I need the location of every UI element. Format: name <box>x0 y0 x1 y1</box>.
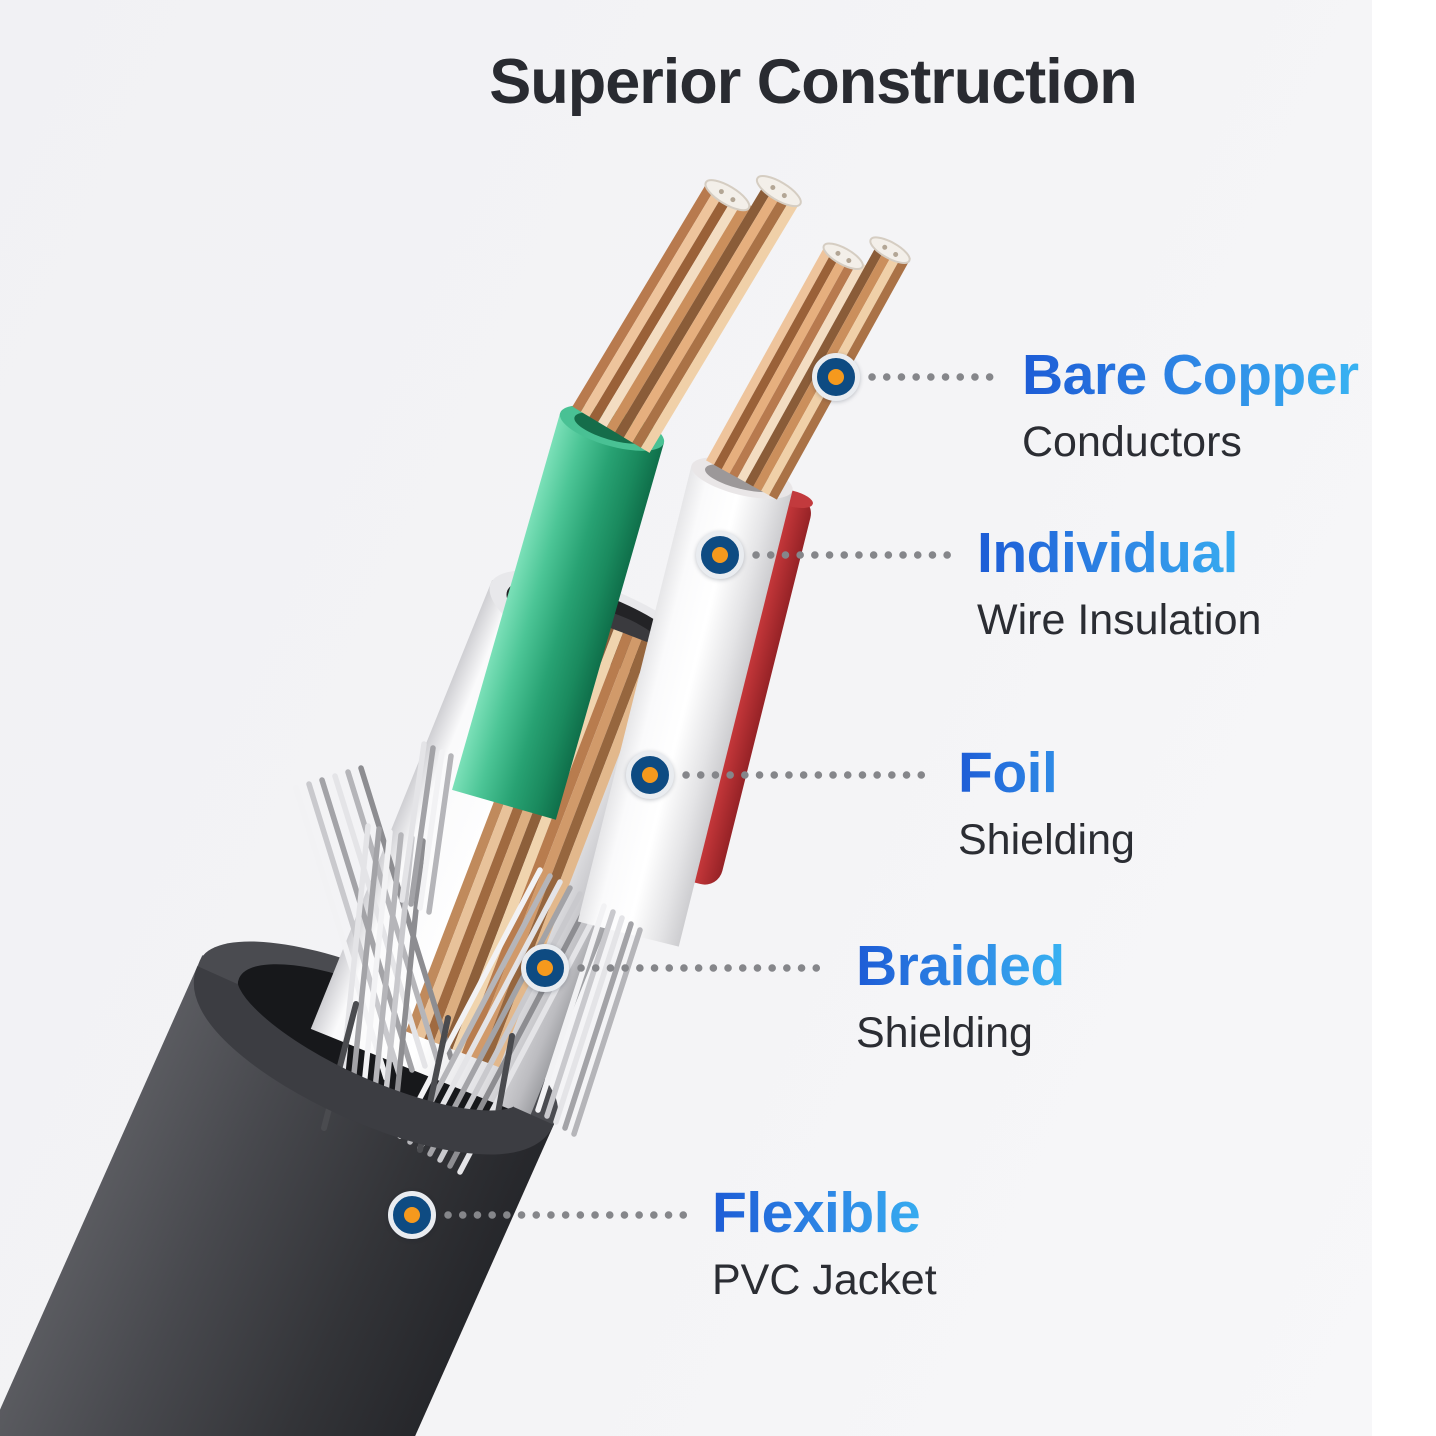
marker-center-dot <box>537 960 553 976</box>
callout-subtitle: Shielding <box>856 1009 1033 1057</box>
callout-subtitle: PVC Jacket <box>712 1256 937 1304</box>
callout-title: Foil <box>958 739 1135 807</box>
marker-center-dot <box>712 547 728 563</box>
marker-center-dot <box>404 1207 420 1223</box>
bare-copper-bundle-left <box>572 175 802 453</box>
dotted-leader-line <box>444 1211 688 1219</box>
dotted-leader-line <box>868 373 998 381</box>
target-dot-icon <box>696 531 744 579</box>
target-dot-icon <box>388 1191 436 1239</box>
target-dot-icon <box>521 944 569 992</box>
braided-shielding-front-strands <box>535 903 643 1137</box>
callout-title: Bare Copper <box>1022 343 1359 407</box>
callout-subtitle: Wire Insulation <box>977 596 1262 644</box>
callout-title: Individual <box>977 519 1261 587</box>
braided-shielding-layer <box>293 741 603 1175</box>
pvc-jacket-front-rim <box>193 966 554 1155</box>
callout-title: Flexible <box>712 1179 937 1247</box>
page-title: Superior Construction <box>489 47 1138 118</box>
dotted-leader-line <box>682 771 934 779</box>
target-dot-icon <box>812 353 860 401</box>
dotted-leader-line <box>577 964 832 972</box>
marker-center-dot <box>828 369 844 385</box>
callout-title: Braided <box>856 934 1065 998</box>
marker-center-dot <box>642 767 658 783</box>
dotted-leader-line <box>752 551 953 559</box>
target-dot-icon <box>626 751 674 799</box>
copper-core-under-foil <box>405 606 664 1068</box>
callout-subtitle: Shielding <box>958 816 1135 864</box>
callout-subtitle: Conductors <box>1022 418 1242 466</box>
